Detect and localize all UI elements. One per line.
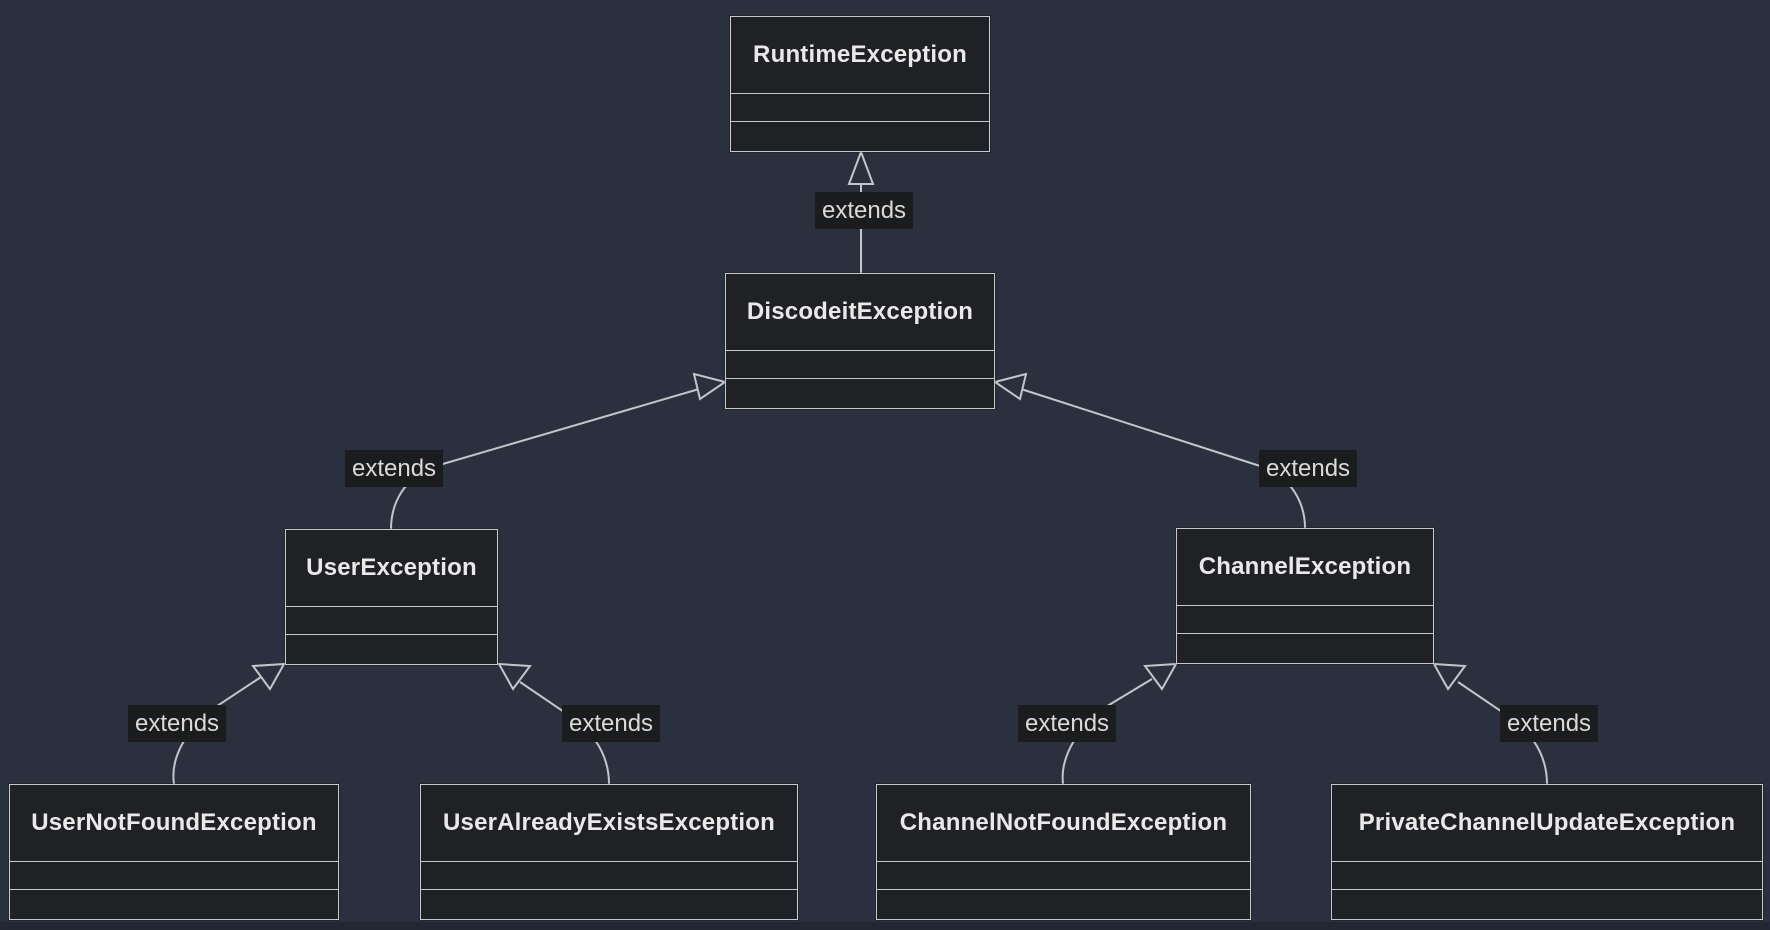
class-box-channel-not-found-exception: ChannelNotFoundException: [876, 784, 1251, 920]
class-box-user-exception: UserException: [285, 529, 498, 665]
class-box-user-already-exists-exception: UserAlreadyExistsException: [420, 784, 798, 920]
inheritance-arrowhead-user-left: [251, 662, 286, 691]
inheritance-arrowhead-channel-left: [1143, 662, 1178, 691]
edge-label-extends: extends: [128, 705, 227, 742]
edge-label-extends: extends: [815, 192, 914, 229]
attributes-compartment: [1332, 861, 1762, 889]
inheritance-arrowhead-channel-right: [1432, 662, 1467, 691]
inheritance-arrowhead-discodeit-left: [692, 372, 728, 401]
class-title: UserAlreadyExistsException: [442, 809, 775, 836]
attributes-compartment: [1177, 605, 1433, 633]
methods-compartment: [877, 889, 1250, 919]
edge-label-text: extends: [1266, 455, 1351, 482]
class-title: RuntimeException: [753, 41, 967, 68]
inheritance-arrowhead-runtime: [847, 149, 875, 185]
attributes-compartment: [10, 861, 338, 889]
class-box-channel-exception: ChannelException: [1176, 528, 1434, 664]
edge-label-text: extends: [352, 455, 437, 482]
class-title: PrivateChannelUpdateException: [1358, 809, 1736, 836]
class-title: DiscodeitException: [746, 298, 974, 325]
attributes-compartment: [286, 606, 497, 634]
methods-compartment: [1332, 889, 1762, 919]
methods-compartment: [1177, 633, 1433, 663]
edge-label-extends: extends: [345, 450, 444, 487]
class-box-user-not-found-exception: UserNotFoundException: [9, 784, 339, 920]
class-title: UserException: [306, 554, 477, 581]
class-box-private-channel-update-exception: PrivateChannelUpdateException: [1331, 784, 1763, 920]
inheritance-arrowhead-user-right: [497, 662, 532, 691]
attributes-compartment: [877, 861, 1250, 889]
window-bottom-edge: [0, 922, 1770, 930]
methods-compartment: [421, 889, 797, 919]
edge-label-text: extends: [569, 710, 654, 737]
class-title: ChannelException: [1198, 553, 1412, 580]
edge-label-text: extends: [822, 197, 907, 224]
attributes-compartment: [731, 93, 989, 121]
inheritance-arrowhead-discodeit-right: [992, 372, 1028, 401]
edge-label-extends: extends: [562, 705, 661, 742]
edge-label-text: extends: [1025, 710, 1110, 737]
methods-compartment: [286, 634, 497, 664]
class-title: UserNotFoundException: [31, 809, 317, 836]
edge-label-text: extends: [1507, 710, 1592, 737]
methods-compartment: [731, 121, 989, 151]
attributes-compartment: [421, 861, 797, 889]
class-title: ChannelNotFoundException: [899, 809, 1228, 836]
edge-label-text: extends: [135, 710, 220, 737]
attributes-compartment: [726, 350, 994, 378]
methods-compartment: [10, 889, 338, 919]
edge-label-extends: extends: [1259, 450, 1358, 487]
methods-compartment: [726, 378, 994, 408]
edge-label-extends: extends: [1018, 705, 1117, 742]
class-box-runtime-exception: RuntimeException: [730, 16, 990, 152]
class-box-discodeit-exception: DiscodeitException: [725, 273, 995, 409]
edge-label-extends: extends: [1500, 705, 1599, 742]
